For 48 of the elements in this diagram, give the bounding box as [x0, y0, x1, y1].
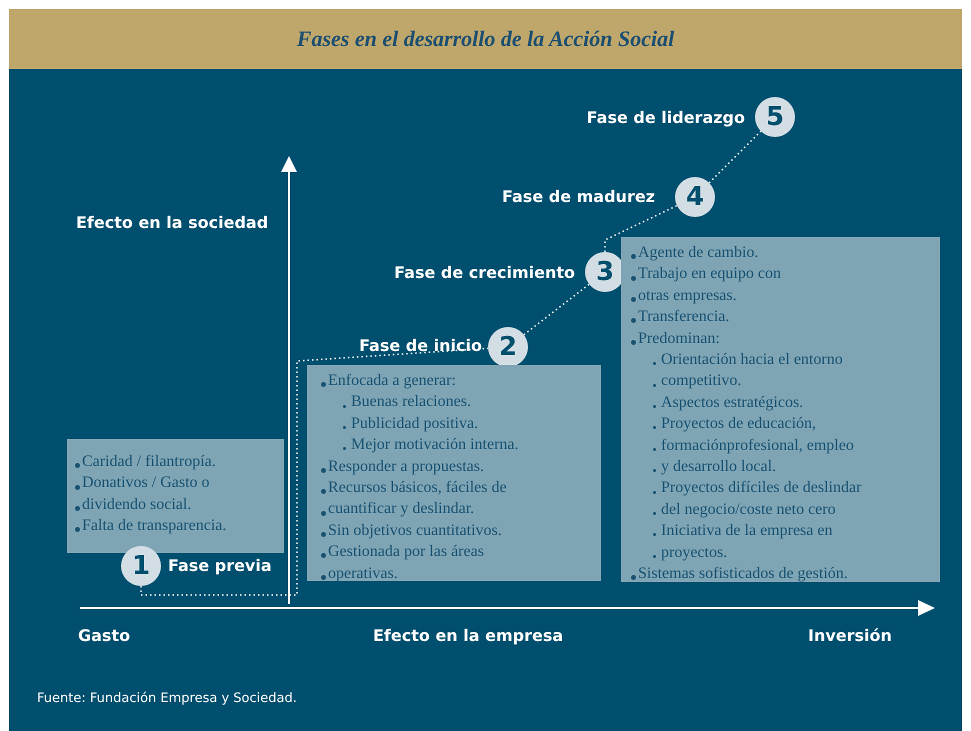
dotted-connector	[140, 348, 488, 596]
bullet-item: Donativos / Gasto o	[82, 473, 210, 494]
phase-label: Fase de liderazgo	[586, 108, 745, 128]
sub-bullet-item: y desarrollo local.	[661, 457, 776, 478]
sub-bullet-item: proyectos.	[661, 542, 728, 563]
sub-bullet-item: Orientación hacia el entorno	[661, 350, 843, 370]
bullet-item: cuantificar y deslindar.	[328, 499, 474, 520]
bullet-item: dividendo social.	[82, 494, 192, 515]
axis-label: Gasto	[78, 626, 130, 645]
sub-bullet-item: Aspectos estratégicos.	[661, 392, 804, 413]
phase-label: Fase de crecimiento	[394, 263, 575, 283]
axis-label: Efecto en la empresa	[373, 626, 564, 645]
sub-bullet-item: Buenas relaciones.	[351, 392, 471, 412]
dotted-connector	[604, 204, 678, 252]
text-box	[307, 365, 601, 581]
text-box	[621, 237, 940, 582]
axis-label: Inversión	[808, 626, 892, 645]
bullet-item: Falta de transparencia.	[82, 516, 226, 536]
phase-label: Fase de madurez	[502, 187, 655, 207]
bullet-item: Agente de cambio.	[638, 243, 758, 263]
bullet-item: Recursos básicos, fáciles de	[328, 478, 507, 498]
bullet-item: otras empresas.	[638, 286, 737, 306]
axis-label: Efecto en la sociedad	[76, 213, 268, 232]
phase-label: Fase de inicio	[359, 336, 482, 356]
sub-bullet-item: Proyectos de educación,	[661, 414, 816, 434]
bullet-item: operativas.	[328, 564, 398, 584]
sub-bullet-item: competitivo.	[661, 371, 742, 392]
dotted-connector	[523, 284, 590, 336]
bullet-item: Gestionada por las áreas	[328, 542, 484, 562]
sub-bullet-item: Proyectos difíciles de deslindar	[661, 478, 862, 498]
bullet-item: Caridad / filantropía.	[82, 452, 216, 472]
bullet-item: Enfocada a generar:	[328, 371, 456, 391]
sub-bullet-item: del negocio/coste neto cero	[661, 500, 836, 520]
sub-bullet-item: Iniciativa de la empresa en	[661, 521, 832, 542]
sub-bullet-item: Mejor motivación interna.	[351, 435, 519, 456]
bullet-item: Trabajo en equipo con	[638, 264, 781, 284]
bullet-item: Transferencia.	[638, 307, 730, 328]
text-box	[67, 439, 284, 553]
phase-label: Fase previa	[168, 556, 272, 576]
bullet-item: Sistemas sofisticados de gestión.	[638, 564, 848, 584]
source-note: Fuente: Fundación Empresa y Sociedad.	[37, 691, 297, 706]
dotted-connector	[708, 130, 762, 184]
sub-bullet-item: Publicidad positiva.	[351, 414, 478, 434]
bullet-item: Predominan:	[638, 328, 720, 349]
bullet-item: Sin objetivos cuantitativos.	[328, 520, 502, 541]
sub-bullet-item: formaciónprofesional, empleo	[661, 436, 854, 456]
title-banner: Fases en el desarrollo de la Acción Social	[9, 9, 962, 69]
bullet-item: Responder a propuestas.	[328, 456, 484, 477]
